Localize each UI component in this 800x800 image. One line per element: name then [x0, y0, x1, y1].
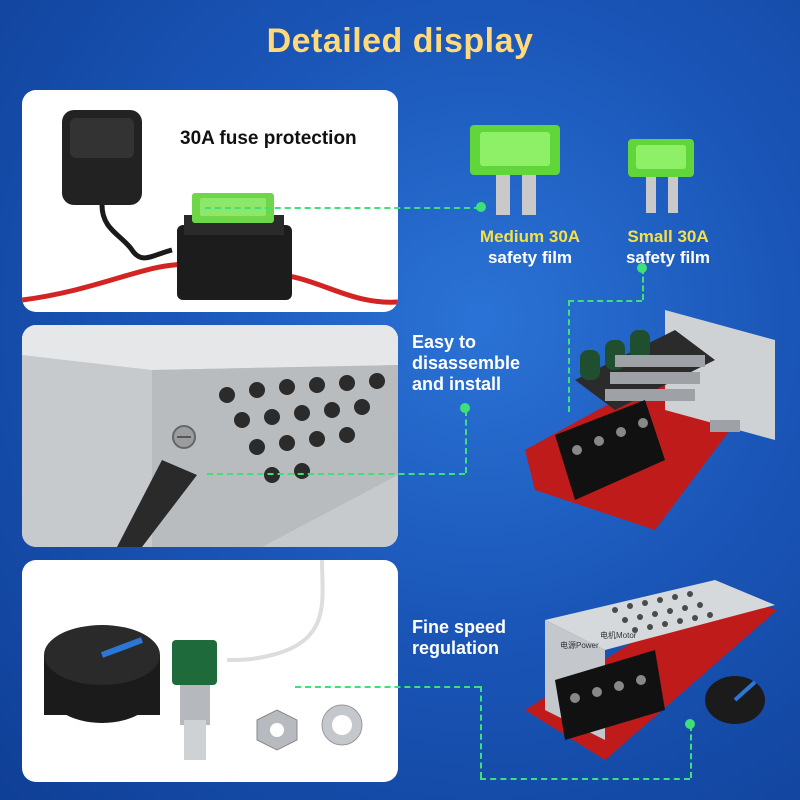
knob-connector-bottom [480, 778, 690, 780]
medium-fuse-image [470, 125, 560, 215]
medium-fuse-subtitle: safety film [487, 248, 573, 267]
medium-fuse-caption: Medium 30A safety film [467, 226, 593, 268]
small-fuse-image [628, 139, 694, 213]
fine-speed-caption: Fine speed regulation [412, 617, 506, 659]
fuse-connector-dot [476, 202, 486, 212]
fuse-holder-illustration [22, 110, 398, 305]
fuse-connector-line [205, 207, 480, 209]
knob-connector-dot [685, 719, 695, 729]
fine-speed-line1: Fine speed [412, 617, 507, 637]
small-fuse-caption: Small 30A safety film [612, 226, 724, 268]
easy-install-caption: Easy to disassemble and install [412, 332, 520, 395]
fine-speed-line2: regulation [412, 638, 500, 658]
potentiometer-illustration [44, 560, 363, 760]
easy-install-line1: Easy to [412, 332, 477, 352]
small-fuse-title: Small 30A [627, 227, 709, 246]
enclosure-illustration [22, 325, 398, 547]
controller-board-image [525, 310, 775, 530]
screw-connector-line [207, 473, 465, 475]
enclosure-screw-panel [22, 325, 398, 547]
screw-connector-vertical [465, 410, 467, 473]
small-fuse-subtitle: safety film [625, 248, 711, 267]
motor-terminal-label: 电机Motor [600, 631, 637, 640]
medium-fuse-title: Medium 30A [479, 227, 581, 246]
fuse-holder-panel: 30A fuse protection [22, 90, 398, 312]
fuse-protection-label: 30A fuse protection [180, 128, 357, 149]
potentiometer-panel [22, 560, 398, 782]
knob-connector-up [690, 725, 692, 778]
controller-covered-image [525, 580, 777, 760]
board-connector-horizontal [568, 300, 642, 302]
knob-connector-line [295, 686, 480, 688]
knob-connector-vertical [480, 686, 482, 778]
board-connector-top [642, 268, 644, 300]
page-title: Detailed display [266, 22, 534, 60]
board-connector-dot [637, 263, 647, 273]
board-connector-vertical [568, 300, 570, 412]
easy-install-line3: and install [412, 374, 502, 394]
power-terminal-label: 电源Power [560, 641, 599, 650]
easy-install-line2: disassemble [412, 353, 521, 373]
screw-connector-dot [460, 403, 470, 413]
